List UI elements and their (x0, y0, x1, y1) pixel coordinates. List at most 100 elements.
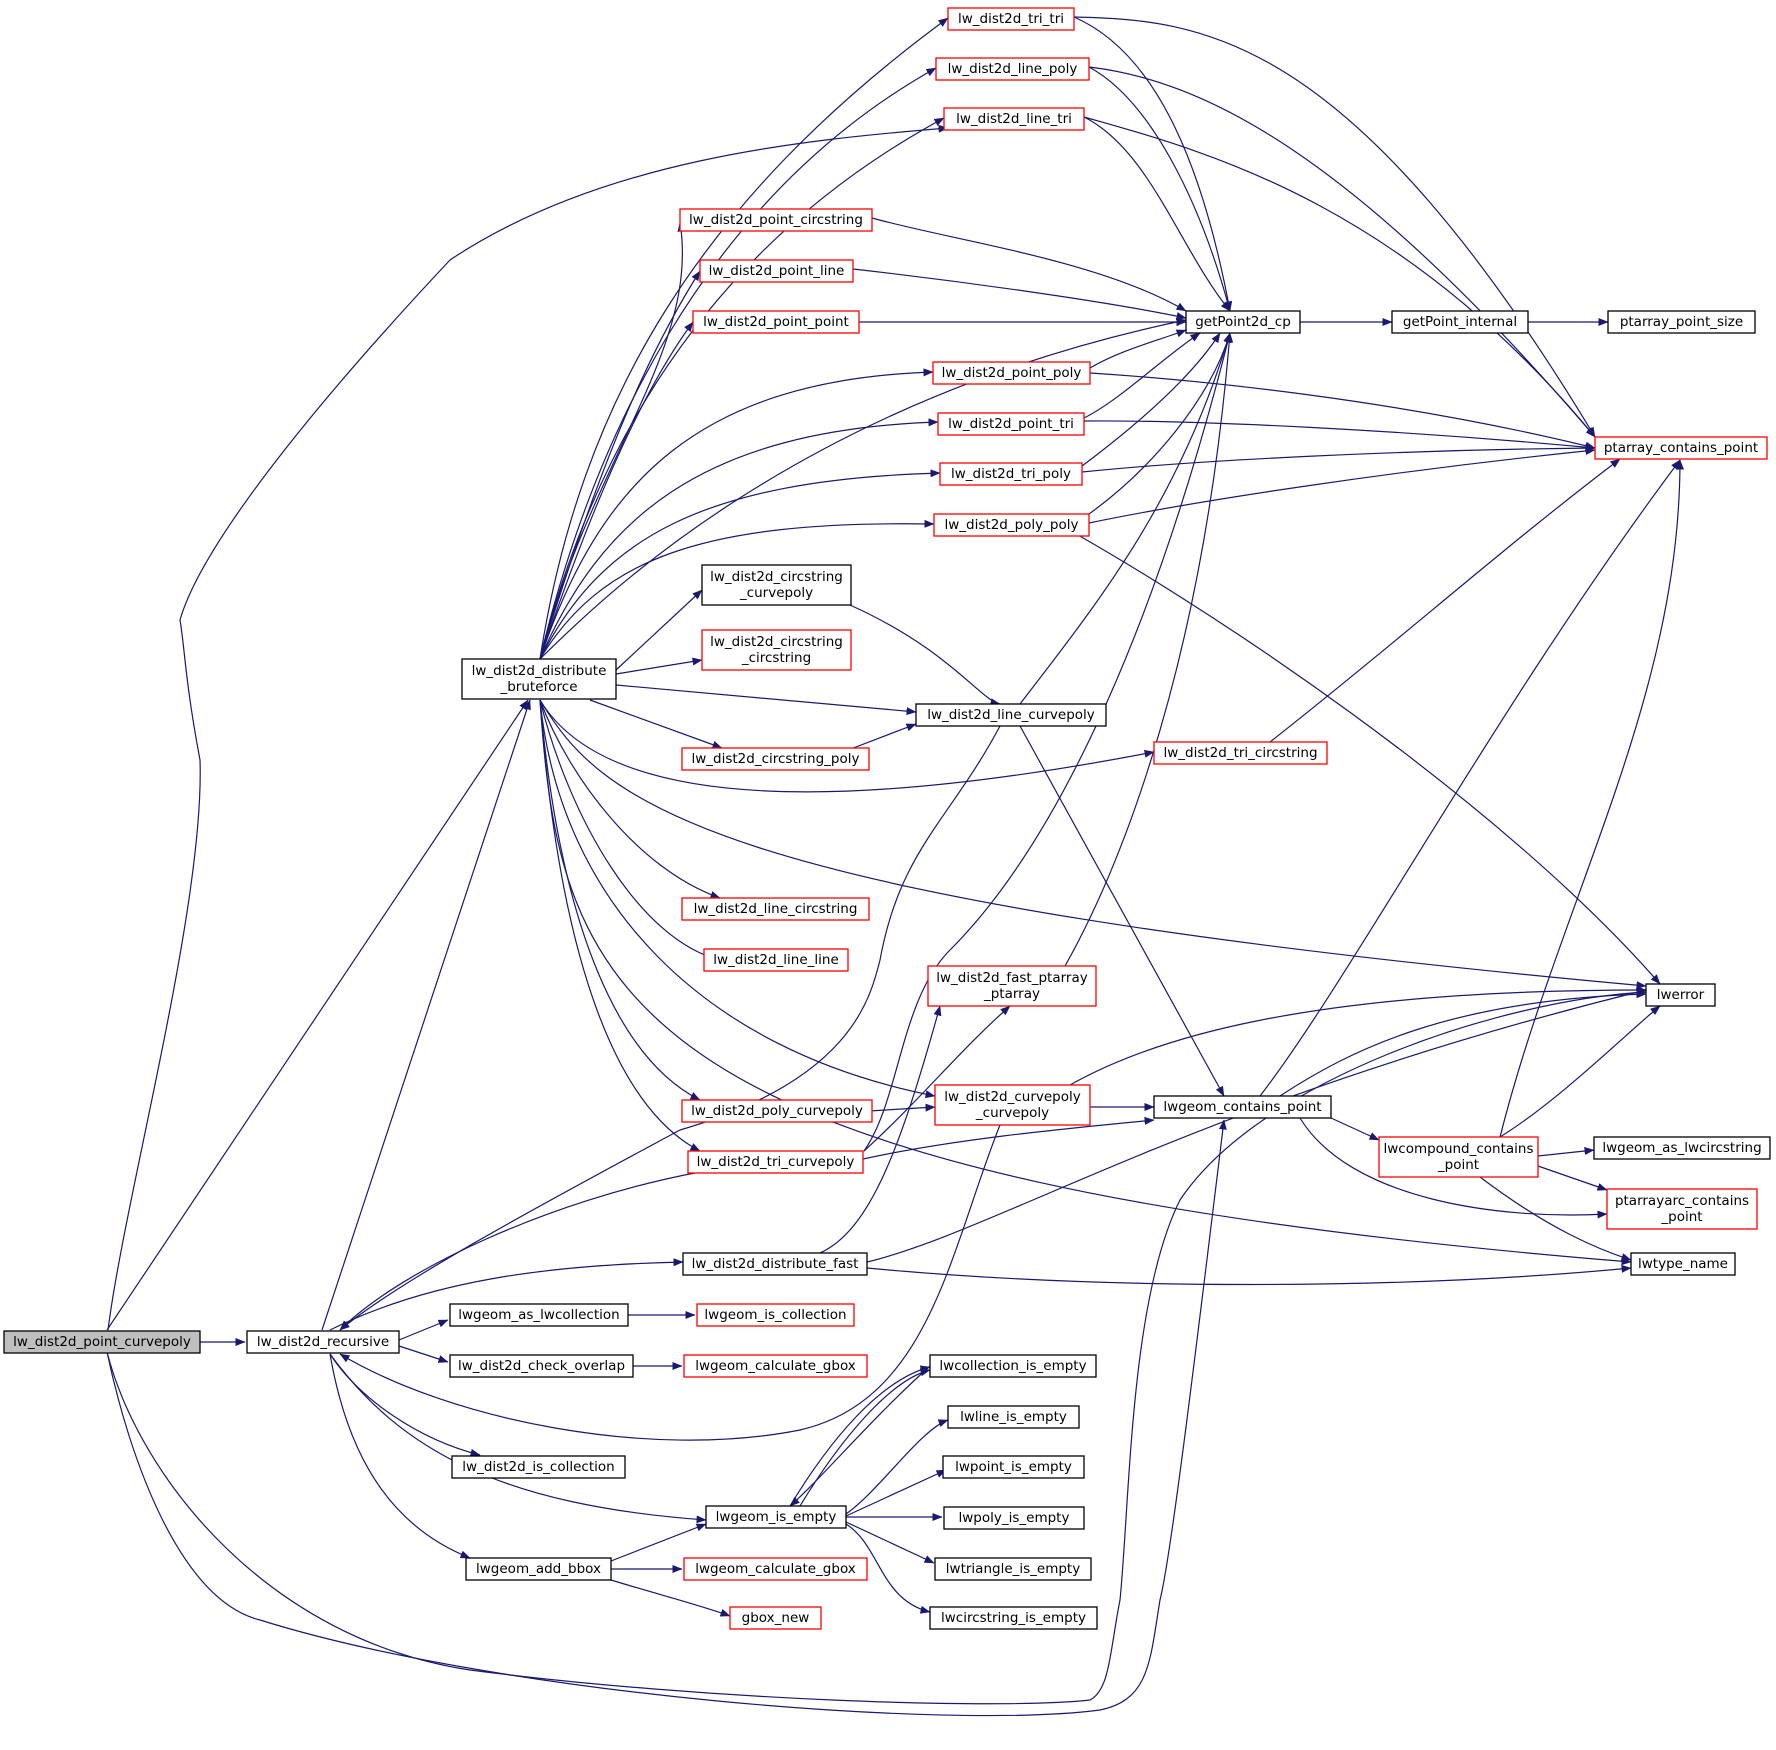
edge-14 (610, 1523, 707, 1562)
edge-47 (539, 318, 1187, 660)
edge-path (1073, 16, 1596, 438)
edge-path (539, 699, 721, 899)
edge-path (1279, 990, 1647, 1097)
node-check-overlap[interactable]: lw_dist2d_check_overlap (449, 1354, 634, 1378)
node-add-bbox[interactable]: lwgeom_add_bbox (465, 1557, 612, 1581)
node-lwtype-name[interactable]: lwtype_name (1630, 1252, 1736, 1276)
node-lwpoint-empty[interactable]: lwpoint_is_empty (942, 1455, 1085, 1479)
node-box (932, 361, 1091, 385)
node-line-tri[interactable]: lw_dist2d_line_tri (943, 107, 1085, 131)
node-tri-tri[interactable]: lw_dist2d_tri_tri (947, 7, 1075, 31)
node-gbox-new[interactable]: gbox_new (729, 1606, 822, 1630)
node-circstring-poly[interactable]: lw_dist2d_circstring_poly (681, 747, 870, 771)
node-circstring-circstring[interactable]: lw_dist2d_circstring_circstring (701, 629, 852, 671)
node-label: lw_dist2d_point_poly (942, 365, 1082, 381)
node-box (679, 208, 873, 232)
node-lwgeom-as-lwcircstring[interactable]: lwgeom_as_lwcircstring (1593, 1136, 1771, 1160)
edge-path (329, 1353, 471, 1559)
node-box (1153, 741, 1328, 765)
node-getpoint-internal[interactable]: getPoint_internal (1391, 310, 1529, 334)
node-lwgeom-is-empty[interactable]: lwgeom_is_empty (705, 1505, 847, 1529)
edge-path (1039, 332, 1234, 1007)
node-label: lw_dist2d_curvepoly (944, 1089, 1081, 1105)
edge-37 (615, 684, 917, 716)
node-bruteforce[interactable]: lw_dist2d_distribute_bruteforce (461, 658, 617, 700)
node-tri-poly[interactable]: lw_dist2d_tri_poly (939, 462, 1083, 486)
edge-6 (398, 1319, 449, 1341)
node-ptarray-contains[interactable]: ptarray_contains_point (1594, 436, 1768, 460)
node-box (699, 259, 854, 283)
node-tri-circstring[interactable]: lw_dist2d_tri_circstring (1153, 741, 1328, 765)
node-tri-curvepoly[interactable]: lw_dist2d_tri_curvepoly (687, 1150, 864, 1174)
node-dist2d-is-collection[interactable]: lw_dist2d_is_collection (451, 1455, 626, 1479)
edge-path (398, 1319, 449, 1341)
node-calc-gbox-1[interactable]: lwgeom_calculate_gbox (683, 1354, 868, 1378)
node-label: lw_dist2d_poly_poly (945, 517, 1079, 533)
node-label: lw_dist2d_point_tri (948, 416, 1074, 432)
node-line-circstring[interactable]: lw_dist2d_line_circstring (681, 897, 870, 921)
edge-58 (1081, 444, 1596, 473)
node-fast-ptarray[interactable]: lw_dist2d_fast_ptarray_ptarray (927, 965, 1097, 1007)
edge-92 (1479, 1176, 1632, 1261)
node-lwgeom-contains[interactable]: lwgeom_contains_point (1153, 1095, 1332, 1119)
edge-path (1479, 1176, 1632, 1261)
edge-62 (1083, 116, 1231, 312)
edge-path (107, 124, 949, 1331)
node-ptarrayarc-contains[interactable]: ptarrayarc_contains_point (1606, 1188, 1758, 1230)
node-distribute-fast[interactable]: lw_dist2d_distribute_fast (682, 1252, 868, 1276)
edge-path (863, 1005, 1011, 1152)
edge-path (539, 117, 945, 660)
edge-path (1537, 1147, 1595, 1157)
node-recursive[interactable]: lw_dist2d_recursive (246, 1330, 400, 1354)
node-ptarray-point-size[interactable]: ptarray_point_size (1607, 310, 1756, 334)
node-label: getPoint_internal (1403, 314, 1517, 330)
node-box (947, 7, 1075, 31)
edge-80 (339, 1124, 1001, 1441)
node-getpoint2d[interactable]: getPoint2d_cp (1185, 310, 1301, 334)
edge-path (1330, 1117, 1380, 1141)
node-point-poly[interactable]: lw_dist2d_point_poly (932, 361, 1091, 385)
edge-53 (1073, 16, 1596, 438)
node-box (934, 1084, 1091, 1126)
node-circstring-curvepoly[interactable]: lw_dist2d_circstring_curvepoly (701, 564, 852, 606)
edge-path (589, 699, 723, 749)
node-curvepoly-curvepoly[interactable]: lw_dist2d_curvepoly_curvepoly (934, 1084, 1091, 1126)
node-as-lwcollection[interactable]: lwgeom_as_lwcollection (449, 1303, 629, 1327)
edge-path (539, 368, 934, 660)
node-lwcompound-contains[interactable]: lwcompound_contains_point (1378, 1136, 1539, 1178)
edge-path (398, 1345, 449, 1363)
node-root[interactable]: lw_dist2d_point_curvepoly (3, 1330, 201, 1354)
node-point-point[interactable]: lw_dist2d_point_point (692, 310, 860, 334)
node-lwline-empty[interactable]: lwline_is_empty (947, 1405, 1080, 1429)
node-label: lwpoint_is_empty (955, 1459, 1072, 1475)
edge-74 (1269, 458, 1621, 743)
edge-76 (1039, 332, 1234, 1007)
edge-39 (539, 699, 1155, 793)
node-point-tri[interactable]: lw_dist2d_point_tri (937, 412, 1085, 436)
node-lwerror[interactable]: lwerror (1645, 983, 1716, 1007)
node-box (1593, 1136, 1771, 1160)
node-point-line[interactable]: lw_dist2d_point_line (699, 259, 854, 283)
node-poly-poly[interactable]: lw_dist2d_poly_poly (933, 513, 1090, 537)
node-label: lwgeom_as_lwcircstring (1602, 1140, 1761, 1156)
node-point-circstring[interactable]: lw_dist2d_point_circstring (679, 208, 873, 232)
node-line-curvepoly[interactable]: lw_dist2d_line_curvepoly (915, 703, 1107, 727)
node-poly-curvepoly[interactable]: lw_dist2d_poly_curvepoly (681, 1099, 873, 1123)
node-lwpoly-empty[interactable]: lwpoly_is_empty (943, 1506, 1085, 1530)
edges-layer (106, 16, 1684, 1717)
node-line-line[interactable]: lw_dist2d_line_line (703, 948, 849, 972)
edge-2 (106, 699, 529, 1331)
node-box (683, 1354, 868, 1378)
node-label: lw_dist2d_recursive (257, 1334, 389, 1350)
node-box (682, 1252, 868, 1276)
edge-path (539, 221, 686, 660)
node-lwcircstring-empty[interactable]: lwcircstring_is_empty (929, 1606, 1098, 1630)
edge-38 (589, 699, 723, 749)
node-calc-gbox-2[interactable]: lwgeom_calculate_gbox (683, 1557, 868, 1581)
node-line-poly[interactable]: lw_dist2d_line_poly (935, 57, 1090, 81)
edge-85 (863, 332, 1232, 1152)
node-is-collection-red[interactable]: lwgeom_is_collection (696, 1303, 855, 1327)
node-lwcollection-empty[interactable]: lwcollection_is_empty (929, 1354, 1097, 1378)
node-lwtriangle-empty[interactable]: lwtriangle_is_empty (934, 1557, 1092, 1581)
node-label: lwcompound_contains (1383, 1141, 1533, 1157)
